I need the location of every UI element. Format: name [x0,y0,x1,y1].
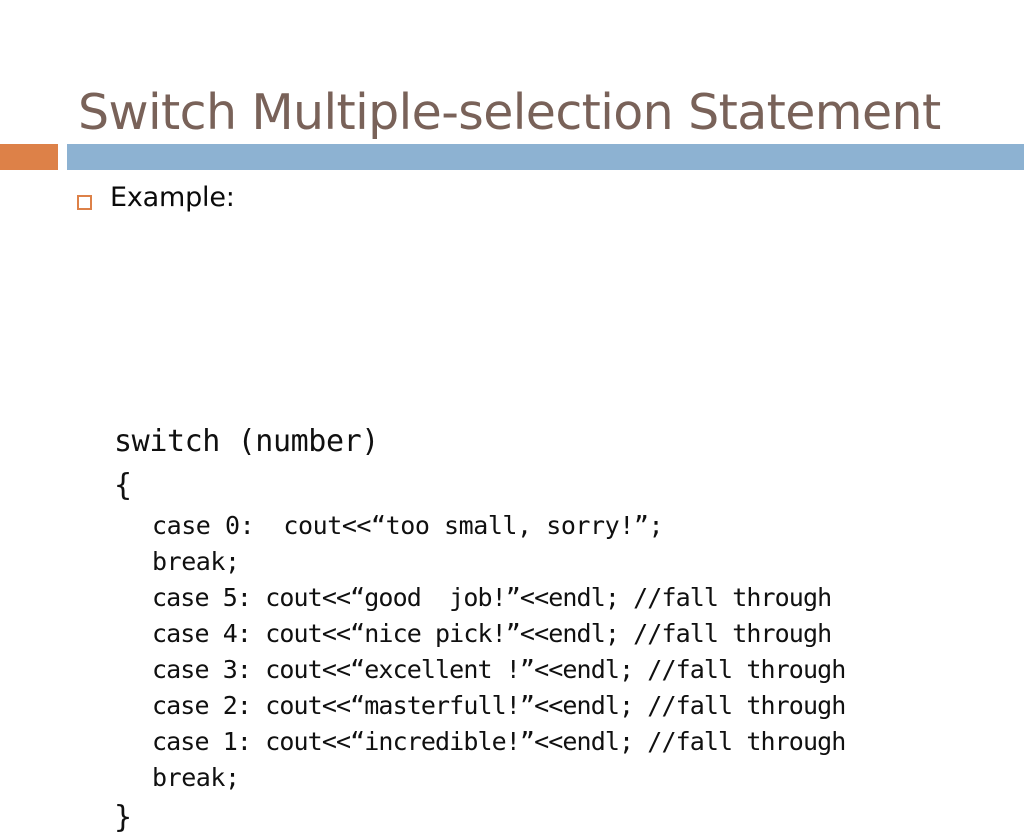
code-line: case 2: cout<<“masterfull!”<<endl; //fal… [152,691,846,720]
slide: Switch Multiple-selection Statement Exam… [0,83,1024,835]
code-line: case 3: cout<<“excellent !”<<endl; //fal… [152,655,846,684]
title-divider-accent [0,144,58,170]
code-line: { [114,468,132,503]
code-line: switch (number) [114,424,379,459]
code-line: break; [152,763,240,792]
bullet-item-example: Example: [0,182,1024,220]
slide-body: Example: switch (number) { case 0: cout<<“… [0,182,1024,835]
code-line: case 1: cout<<“incredible!”<<endl; //fal… [152,727,846,756]
page-title: Switch Multiple-selection Statement [78,83,941,141]
code-line: case 5: cout<<“good job!”<<endl; //fall … [152,583,832,612]
code-block: switch (number) { case 0: cout<<“too small… [0,420,1024,840]
bullet-item-label: Example: [110,182,235,213]
title-divider-bar [67,144,1024,170]
code-line: case 4: cout<<“nice pick!”<<endl; //fall… [152,619,832,648]
code-line: break; [152,547,240,576]
code-line: case 0: cout<<“too small, sorry!”; [152,511,664,540]
bullet-square-icon [77,195,92,210]
code-line: } [114,800,132,835]
